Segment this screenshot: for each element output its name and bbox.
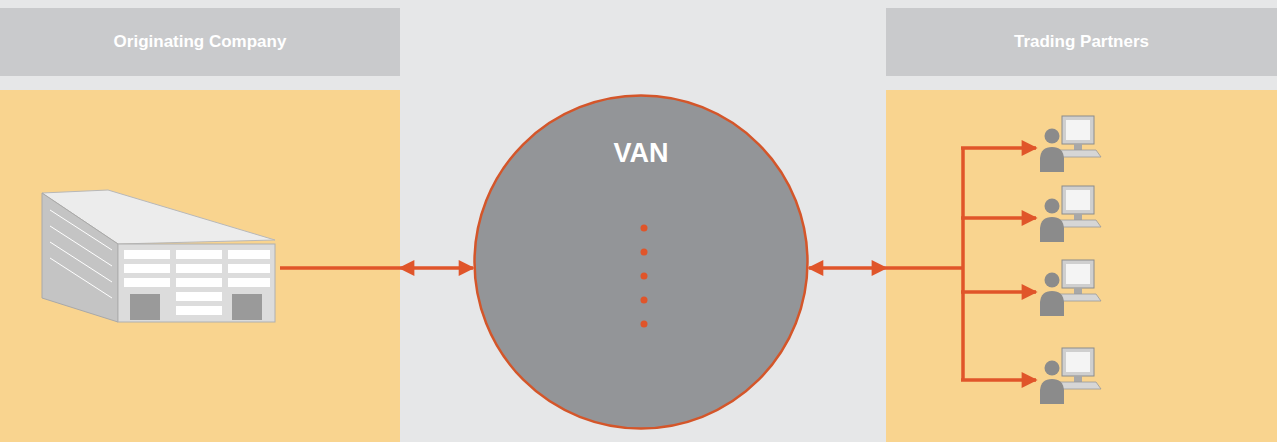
computer-users xyxy=(1040,116,1101,404)
header-band: Originating Company xyxy=(0,8,400,76)
user-computer-icon xyxy=(1040,348,1101,404)
header-band: Trading Partners xyxy=(886,8,1277,76)
column-heading: Originating Company xyxy=(114,32,287,52)
column-heading: Trading Partners xyxy=(1014,32,1149,52)
network-label: VAN xyxy=(613,138,668,168)
arrow-shaft xyxy=(280,266,400,270)
building-icon xyxy=(42,190,275,322)
user-computer-icon xyxy=(1040,186,1101,242)
branch-arrows xyxy=(886,148,1036,380)
user-computer-icon xyxy=(1040,260,1101,316)
connector-arrow xyxy=(809,266,886,270)
user-computer-icon xyxy=(1040,116,1101,172)
network-circle: VAN xyxy=(473,94,809,430)
connector-arrow xyxy=(400,266,473,270)
circle-label-area: VAN xyxy=(473,138,809,169)
van-dots xyxy=(641,225,648,328)
